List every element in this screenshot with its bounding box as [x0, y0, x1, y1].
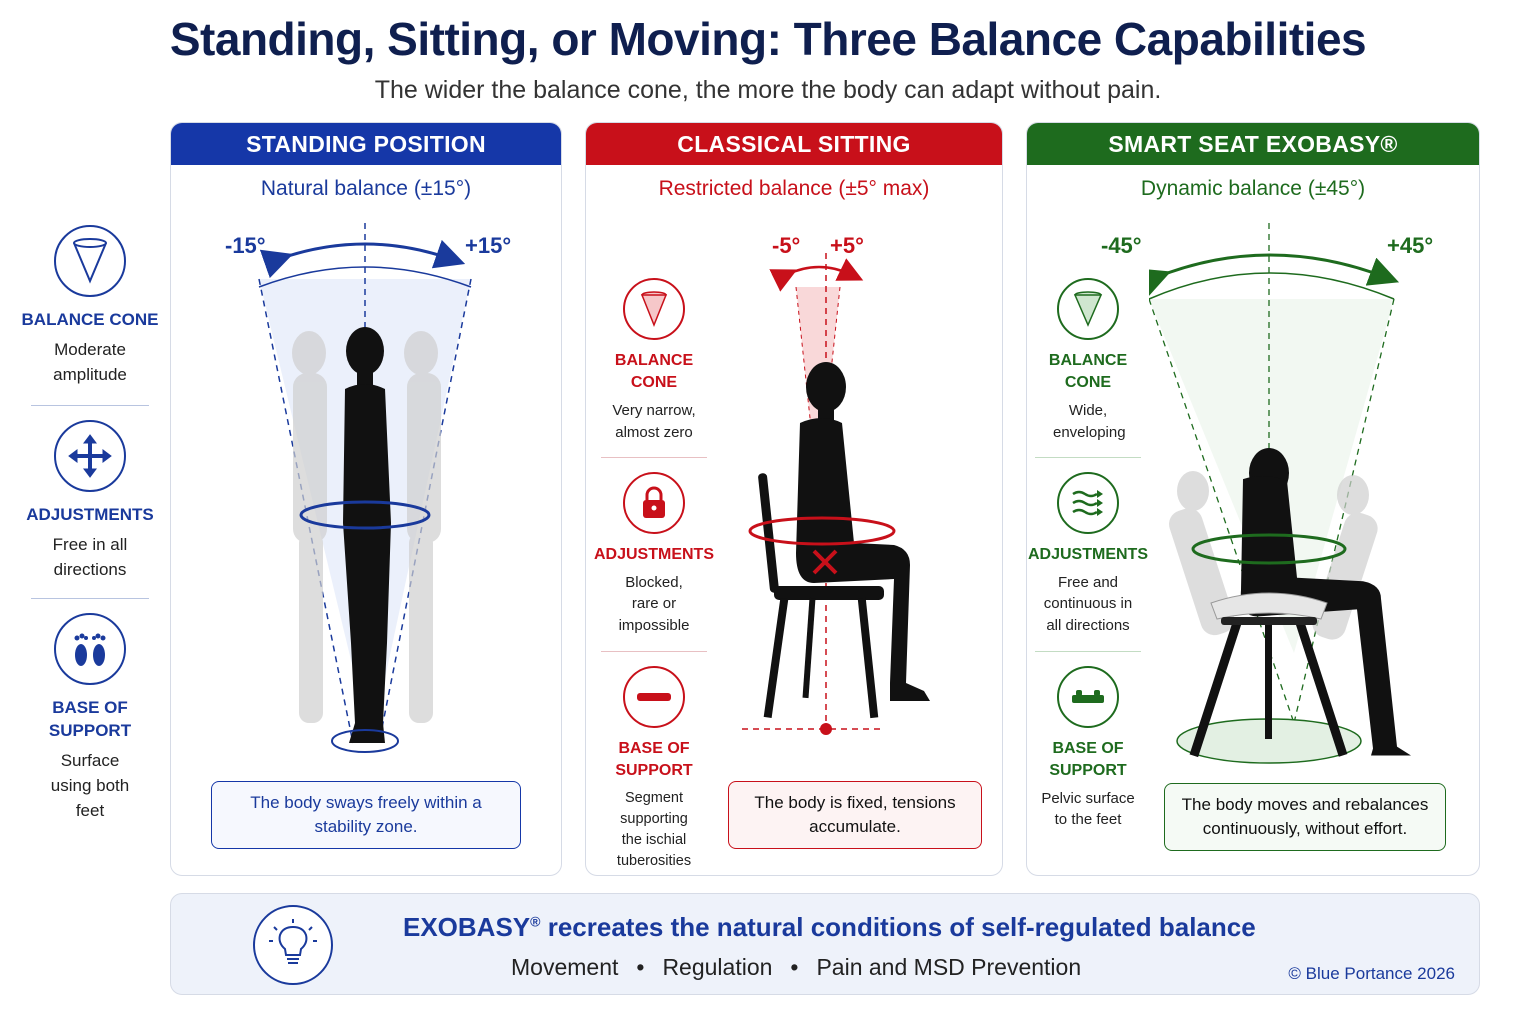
- angle-left-label: -45°: [1101, 233, 1142, 258]
- item-text: Wide, enveloping: [1053, 401, 1126, 441]
- panel-caption: The body moves and rebalances continuous…: [1164, 783, 1446, 851]
- footer-point: Pain and MSD Prevention: [816, 954, 1082, 980]
- angle-left-label: -15°: [225, 233, 266, 258]
- divider: [601, 457, 707, 459]
- panel-subtitle: Dynamic balance (±45°): [1140, 177, 1366, 200]
- exobasy-info-column: BALANCE CONE Wide, enveloping ADJUSTMENT…: [1027, 278, 1149, 831]
- panel-smart-seat-exobasy: SMART SEAT EXOBASY® Dynamic balance (±45…: [1026, 122, 1480, 876]
- bullet: •: [636, 954, 645, 980]
- item-text: Very narrow, almost zero: [612, 401, 696, 441]
- legend-text: Moderate amplitude: [53, 339, 127, 384]
- panel-header: STANDING POSITION: [171, 123, 561, 165]
- legend-head: BALANCE CONE: [21, 310, 159, 329]
- lightbulb-icon: [253, 905, 333, 985]
- angle-right-label: +15°: [465, 233, 512, 258]
- panel-subtitle: Natural balance (±15°): [260, 177, 472, 200]
- legend-base-of-support: BASE OF SUPPORT Surface using both feet: [20, 613, 160, 823]
- item-head: BALANCE CONE: [1048, 352, 1128, 392]
- seat-base-icon: [1057, 665, 1119, 728]
- lock-icon: [623, 472, 685, 535]
- item-text: Segment supporting the ischial tuberosit…: [616, 789, 692, 869]
- page-title: Standing, Sitting, or Moving: Three Bala…: [169, 13, 1367, 65]
- feet-icon: [54, 613, 126, 686]
- cone-icon: [623, 278, 685, 340]
- angle-right-label: +5°: [830, 233, 864, 258]
- legend-adjustments: ADJUSTMENTS Free in all directions: [20, 420, 160, 582]
- legend-balance-cone: BALANCE CONE Moderate amplitude: [20, 225, 160, 387]
- divider: [1035, 650, 1141, 652]
- sitting-figure-diagram: [742, 253, 930, 735]
- panel-caption: The body sways freely within a stability…: [211, 781, 521, 849]
- footer-banner: EXOBASY® recreates the natural condition…: [170, 893, 1480, 995]
- footer-point: Regulation: [662, 954, 773, 980]
- item-head: BASE OF SUPPORT: [615, 739, 693, 780]
- minus-icon: [623, 665, 685, 728]
- cone-icon: [54, 225, 126, 297]
- divider: [1035, 457, 1141, 459]
- footer-title: EXOBASY® recreates the natural condition…: [403, 912, 1256, 942]
- legend-head: BASE OF SUPPORT: [48, 698, 132, 741]
- bullet: •: [790, 954, 799, 980]
- page-subtitle: The wider the balance cone, the more the…: [374, 76, 1162, 104]
- sitting-info-column: BALANCE CONE Very narrow, almost zero AD…: [592, 278, 716, 872]
- divider: [31, 598, 149, 600]
- panel-header: SMART SEAT EXOBASY®: [1027, 123, 1479, 165]
- item-head: BALANCE CONE: [614, 352, 694, 392]
- divider: [31, 405, 149, 407]
- panel-classical-sitting: CLASSICAL SITTING Restricted balance (±5…: [585, 122, 1003, 876]
- item-text: Blocked, rare or impossible: [618, 573, 690, 635]
- item-head: ADJUSTMENTS: [1027, 546, 1148, 564]
- legend-text: Surface using both feet: [50, 751, 130, 820]
- footer-point: Movement: [511, 954, 619, 980]
- item-text: Pelvic surface to the feet: [1041, 789, 1135, 829]
- angle-left-label: -5°: [772, 233, 801, 258]
- footer-points: Movement • Regulation • Pain and MSD Pre…: [511, 954, 1081, 981]
- angle-right-label: +45°: [1387, 233, 1434, 258]
- copyright: © Blue Portance 2026: [1288, 964, 1455, 983]
- cone-icon: [1057, 278, 1119, 340]
- panel-caption: The body is fixed, tensions accumulate.: [728, 781, 982, 849]
- legend-head: ADJUSTMENTS: [26, 505, 154, 525]
- panel-standing: STANDING POSITION Natural balance (±15°)…: [170, 122, 562, 876]
- legend: BALANCE CONE Moderate amplitude ADJUSTME…: [20, 225, 160, 823]
- panel-subtitle: Restricted balance (±5° max): [658, 177, 930, 200]
- panel-header: CLASSICAL SITTING: [586, 123, 1002, 165]
- item-head: ADJUSTMENTS: [593, 546, 714, 564]
- standing-figure-diagram: [258, 223, 472, 753]
- legend-text: Free in all directions: [52, 535, 128, 579]
- exobasy-figure-diagram: [1149, 223, 1411, 764]
- arrows-icon: [54, 420, 126, 493]
- item-head: BASE OF SUPPORT: [1049, 739, 1127, 780]
- flow-arrows-icon: [1057, 472, 1119, 535]
- divider: [601, 650, 707, 652]
- item-text: Free and continuous in all directions: [1043, 573, 1133, 635]
